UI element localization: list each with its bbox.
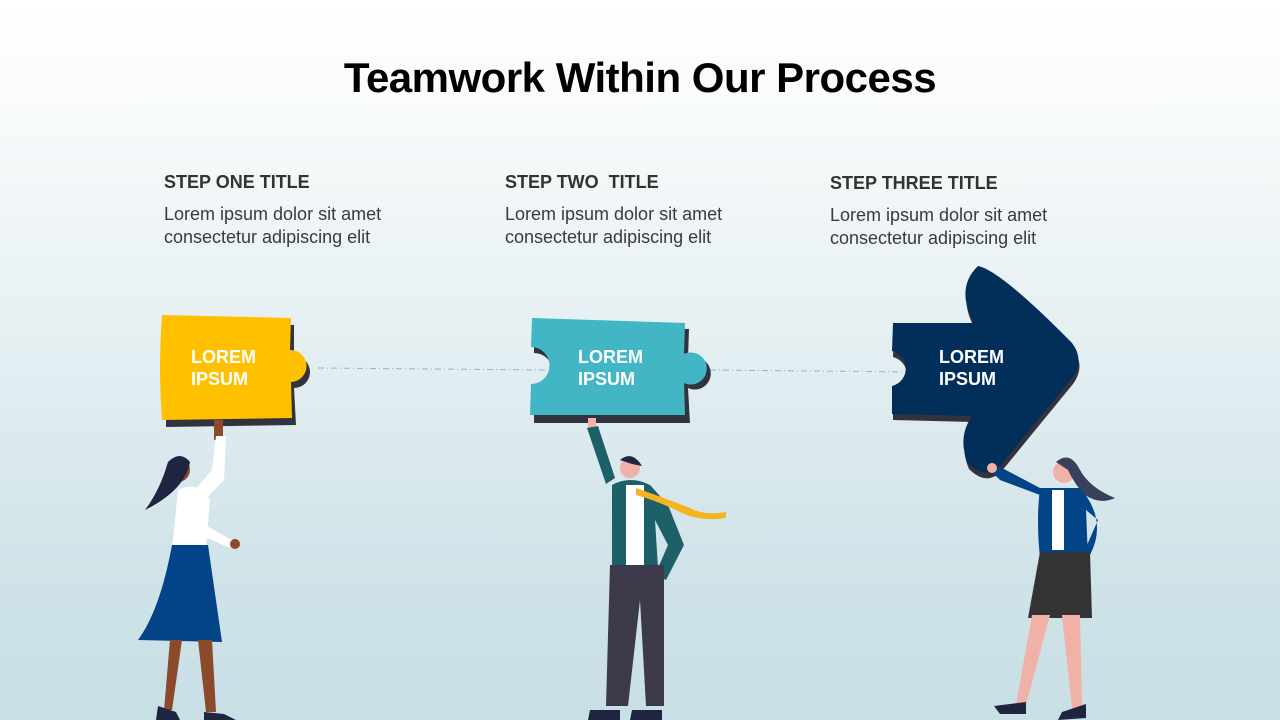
step-two: STEP TWO TITLE Lorem ipsum dolor sit ame… xyxy=(505,172,765,249)
step-one: STEP ONE TITLE Lorem ipsum dolor sit ame… xyxy=(164,172,464,249)
puzzle-piece-navy-arrow xyxy=(892,266,1080,479)
piece-two-label: LOREM IPSUM xyxy=(578,346,643,390)
step-three-title: STEP THREE TITLE xyxy=(830,173,998,193)
step-two-text: Lorem ipsum dolor sit amet consectetur a… xyxy=(505,204,723,247)
person-woman-blue-blazer xyxy=(987,457,1115,720)
step-one-title: STEP ONE TITLE xyxy=(164,172,310,192)
piece-three-label: LOREM IPSUM xyxy=(939,346,1004,390)
piece-three-line2: IPSUM xyxy=(939,369,997,389)
puzzle-piece-yellow xyxy=(160,315,310,427)
piece-one-line1: LOREM xyxy=(191,347,256,367)
step-two-title: STEP TWO TITLE xyxy=(505,172,659,192)
person-man-green-jacket xyxy=(587,418,726,720)
step-three: STEP THREE TITLE Lorem ipsum dolor sit a… xyxy=(830,173,1090,250)
page-title: Teamwork Within Our Process xyxy=(343,54,937,101)
puzzle-piece-teal xyxy=(530,318,711,423)
piece-two-line2: IPSUM xyxy=(578,369,636,389)
step-one-text: Lorem ipsum dolor sit amet consectetur a… xyxy=(164,204,382,247)
connector-line xyxy=(709,369,913,373)
piece-three-line1: LOREM xyxy=(939,347,1004,367)
connector-line xyxy=(317,367,549,371)
piece-one-label: LOREM IPSUM xyxy=(191,346,256,390)
piece-one-line2: IPSUM xyxy=(191,369,249,389)
person-woman-white-shirt xyxy=(138,420,240,720)
piece-two-line1: LOREM xyxy=(578,347,643,367)
step-three-text: Lorem ipsum dolor sit amet consectetur a… xyxy=(830,205,1048,248)
